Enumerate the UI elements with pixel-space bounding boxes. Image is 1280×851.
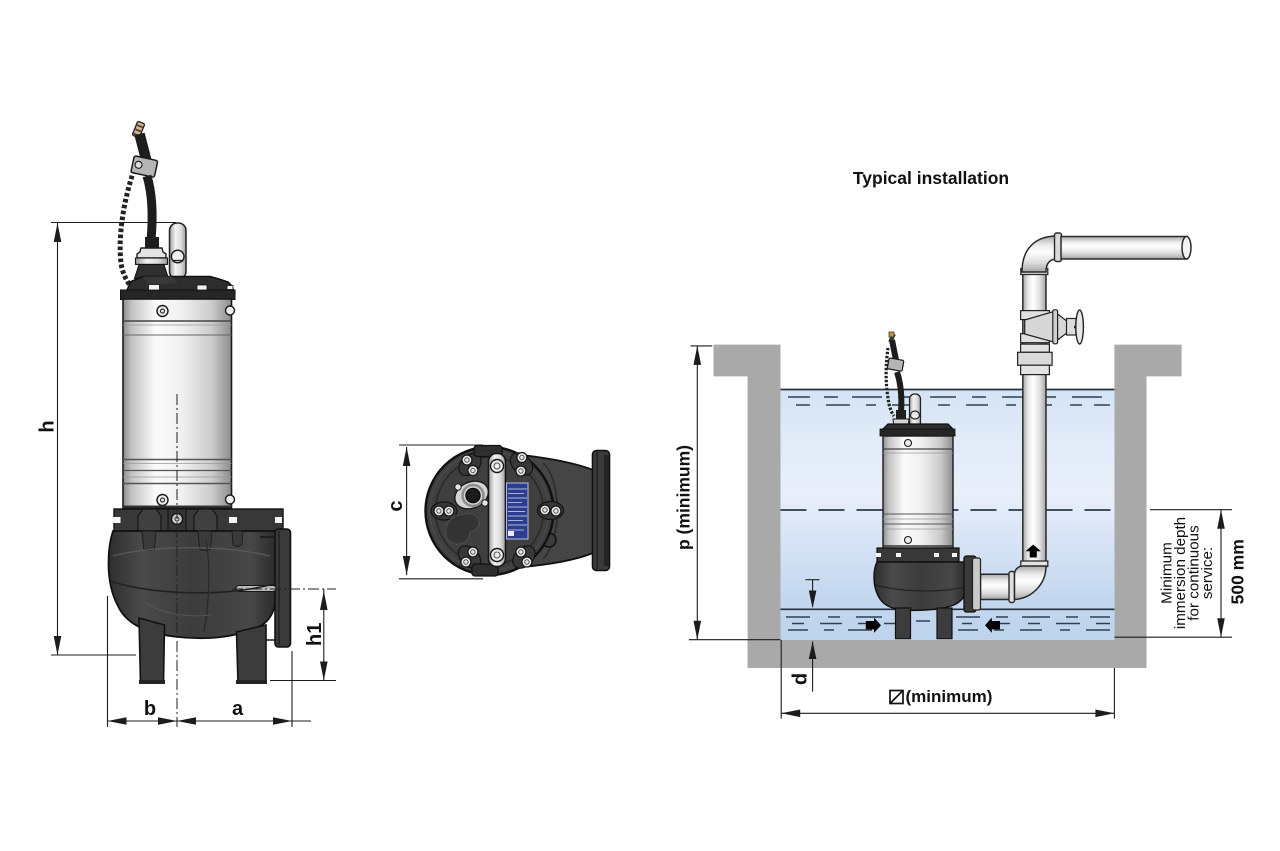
svg-text:service:: service: [1199,547,1216,599]
svg-text:immersion depth: immersion depth [1172,517,1189,629]
svg-text:for continuous: for continuous [1186,525,1203,621]
svg-text:Minimum: Minimum [1159,542,1176,604]
svg-text:Typical installation: Typical installation [853,168,1009,188]
svg-text:h: h [37,420,59,432]
svg-text:d: d [790,673,812,685]
svg-text:c: c [385,500,407,511]
svg-text:(minimum): (minimum) [906,687,993,706]
svg-text:500 mm: 500 mm [1228,539,1248,604]
svg-text:a: a [232,698,244,720]
svg-text:h1: h1 [304,623,326,646]
svg-text:p (minimum): p (minimum) [674,445,694,550]
svg-text:b: b [144,698,156,720]
